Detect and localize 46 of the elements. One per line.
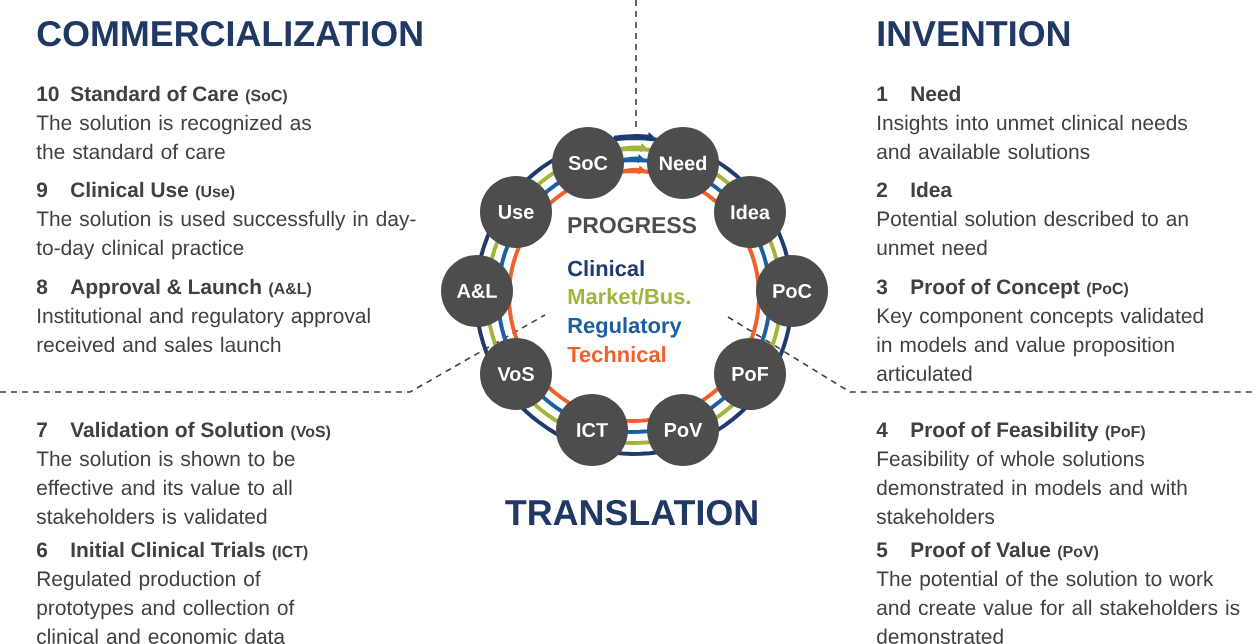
stage-abbreviation: (PoC) [1087, 282, 1128, 298]
legend-entry: Regulatory [568, 317, 682, 338]
stage-description: Potential solution described to an unmet need [877, 210, 1188, 256]
stage-number: 9 [36, 182, 48, 198]
legend-entry: Clinical [568, 260, 644, 277]
stage-title: Proof of Concept [911, 278, 1080, 299]
legend-entry: Market/Bus. [568, 288, 690, 305]
stage-description: Regulated production of prototypes and collection of clinical and economic data [37, 570, 295, 644]
section-heading: COMMERCIALIZATION [37, 20, 422, 47]
stage-title: Approval & Launch [70, 278, 261, 299]
section-heading: INVENTION [878, 20, 1070, 47]
stage-title: Clinical Use [71, 181, 189, 198]
legend-entry: Technical [567, 346, 666, 363]
stage-description: Feasibility of whole solutions demonstrated in models and with stakeholders [876, 450, 1187, 524]
stage-number: 10 [37, 86, 59, 102]
stage-title: Idea [911, 181, 953, 198]
stage-description: The solution is recognized as the standard of care [36, 114, 311, 160]
stage-description: Insights into unmet clinical needs and available solutions [877, 114, 1188, 160]
stage-number: 2 [876, 182, 887, 197]
stage-abbreviation: (PoV) [1058, 545, 1099, 561]
stage-abbreviation: (PoF) [1105, 425, 1145, 441]
stage-abbreviation: (A&L) [269, 282, 311, 298]
stage-number: 3 [876, 279, 888, 295]
stage-title: Proof of Feasibility [911, 421, 1099, 442]
stage-description: Institutional and regulatory approval received and sales launch [37, 307, 370, 353]
stage-description: Key component concepts validated in models and value proposition articulated [877, 307, 1203, 381]
stage-title: Validation of Solution [70, 421, 283, 438]
stage-title: Proof of Value [911, 541, 1051, 558]
stage-abbreviation: (SoC) [245, 89, 287, 105]
stage-description: The solution is shown to be effective and its value to all stakeholders is validated [36, 450, 295, 524]
center-heading: PROGRESS [568, 217, 697, 234]
stage-abbreviation: (ICT) [272, 545, 308, 561]
stage-number: 4 [876, 422, 888, 437]
stage-title: Standard of Care [70, 85, 239, 102]
stage-number: 6 [36, 542, 48, 558]
stage-number: 1 [877, 86, 888, 101]
stage-abbreviation: (Use) [196, 185, 235, 201]
stage-number: 8 [36, 279, 48, 295]
section-heading: TRANSLATION [505, 499, 757, 526]
stage-title: Need [911, 85, 960, 102]
stage-description: The potential of the solution to work and create value for all stakeholders is demonstrated [876, 570, 1240, 644]
stage-number: 5 [876, 542, 888, 558]
stage-title: Initial Clinical Trials [71, 541, 265, 558]
stage-description: The solution is used successfully in day-to-day clinical practice [36, 210, 416, 260]
stage-abbreviation: (VoS) [291, 425, 331, 441]
stage-number: 7 [37, 422, 47, 437]
